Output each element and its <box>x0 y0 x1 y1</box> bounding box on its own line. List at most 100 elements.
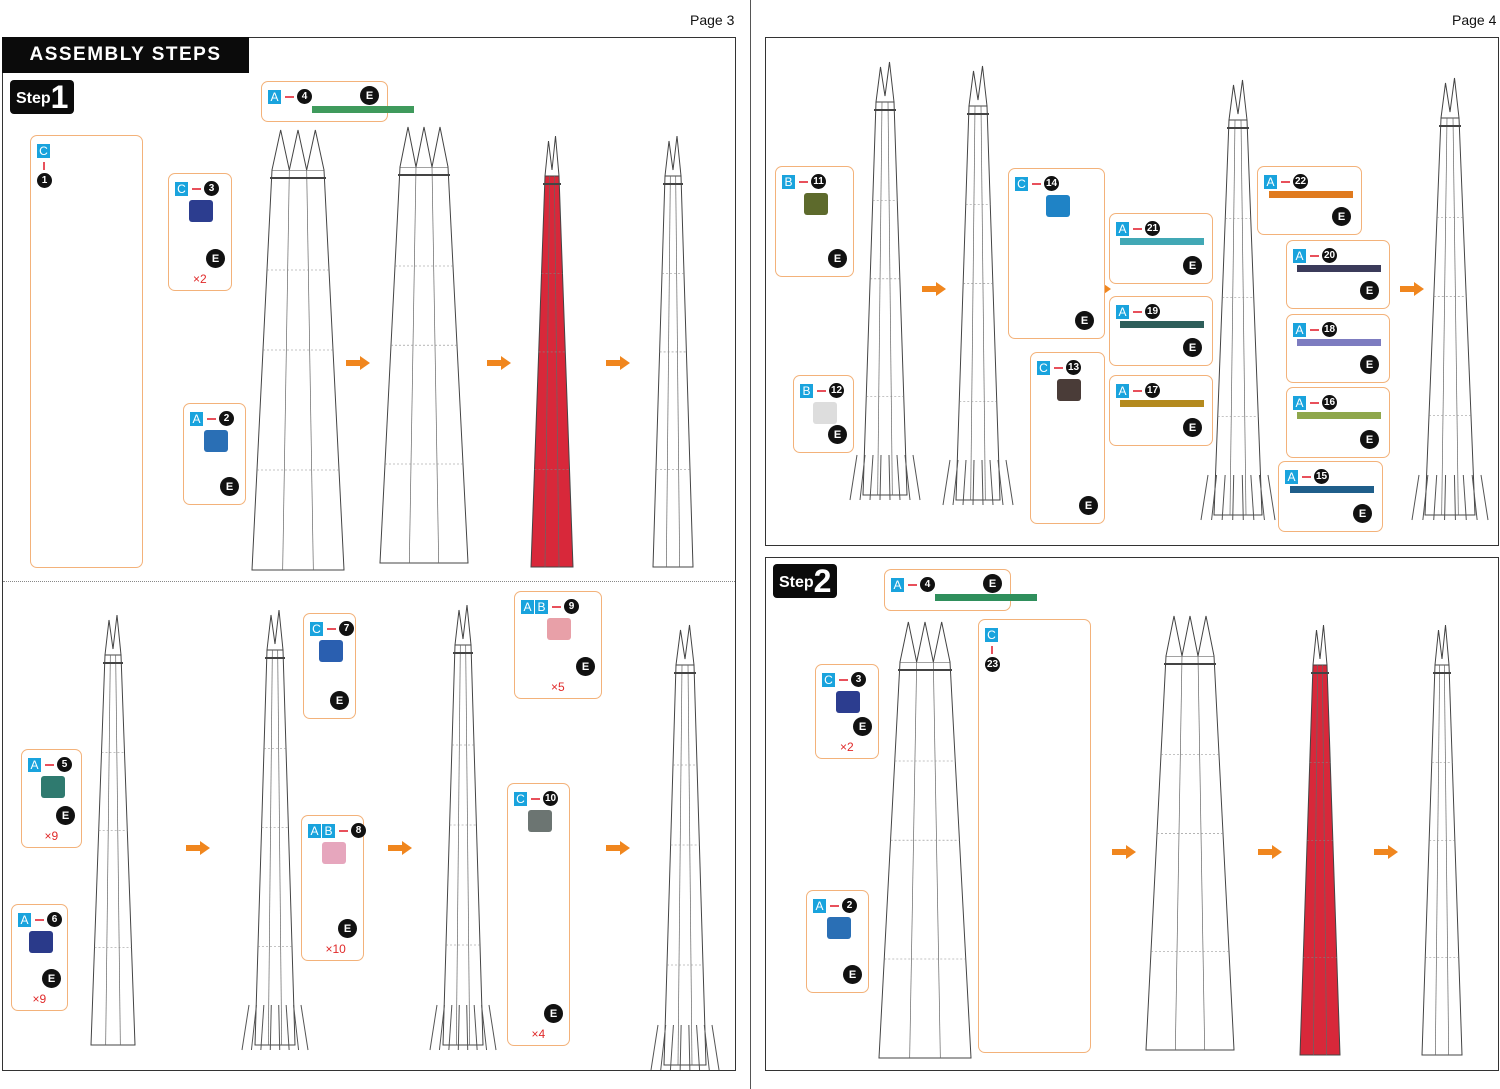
tower-spire <box>932 621 951 663</box>
page-4-step2-frame <box>765 557 1499 1071</box>
part-piece-icon <box>935 594 1037 601</box>
tower-line <box>1197 655 1206 1051</box>
sheet-letter-tag: A <box>521 600 534 614</box>
part-number: 1 <box>37 173 52 189</box>
tower-line <box>115 654 121 1046</box>
part-piece-icon <box>1289 486 1374 493</box>
tower-buttress <box>481 1004 488 1051</box>
tower-line <box>455 644 461 1046</box>
part-number: 6 <box>47 912 62 928</box>
dash <box>839 678 848 681</box>
sheet-letter-tag: A <box>1264 175 1277 189</box>
dash <box>339 829 348 832</box>
tower-body <box>530 175 574 568</box>
tower-spire <box>271 129 290 171</box>
part-piece-icon <box>1268 191 1353 198</box>
tower-body <box>442 644 484 1046</box>
tower-spire <box>1228 79 1248 121</box>
next-step-arrow <box>1374 845 1398 859</box>
tower-buttress <box>869 454 874 501</box>
step-word: Step <box>16 90 51 107</box>
part-piece-icon <box>28 931 53 953</box>
part-number: 2 <box>842 898 857 914</box>
dash <box>1133 227 1142 230</box>
tower-buttress <box>859 454 866 501</box>
tower-buttress <box>962 459 967 506</box>
page-3-label: Page 3 <box>690 12 735 28</box>
connector-e-marker: E <box>1332 207 1351 226</box>
tower-line <box>970 105 976 501</box>
sheet-letter-tag: B <box>535 600 548 614</box>
part-number: 18 <box>1322 322 1337 338</box>
tower-buttress <box>660 1024 667 1071</box>
tower-body <box>379 166 469 564</box>
part-number: 22 <box>1293 174 1308 190</box>
sheet-letter-tag: C <box>310 622 323 636</box>
tower-buttress <box>688 1024 691 1071</box>
sheet-letter-tag: A <box>1293 323 1306 337</box>
connector-e-marker: E <box>1360 430 1379 449</box>
dash <box>908 583 917 586</box>
sheet-letter-tag: A <box>813 899 826 913</box>
part-piece-icon <box>203 430 228 452</box>
tower-buttress <box>1232 474 1235 521</box>
connector-e-marker: E <box>206 249 225 268</box>
tower-buttress <box>1444 474 1447 521</box>
tower-body <box>1299 664 1341 1056</box>
tower-line <box>1443 664 1450 1056</box>
tower-buttress <box>912 454 921 501</box>
connector-e-marker: E <box>576 657 595 676</box>
part-number: 12 <box>829 383 844 399</box>
part-number: 20 <box>1322 248 1337 264</box>
next-step-arrow <box>487 356 511 370</box>
sheet-letter-tag: A <box>1116 222 1129 236</box>
connector-e-marker: E <box>1360 281 1379 300</box>
tower-spire <box>675 624 695 666</box>
tower-body <box>652 175 694 568</box>
tower-buttress <box>260 1004 265 1051</box>
tower-line <box>105 654 111 1046</box>
part-piece-icon <box>1297 412 1381 419</box>
part-piece-icon <box>547 618 571 640</box>
tower-buttress <box>448 1004 453 1051</box>
tower-spire <box>875 61 895 103</box>
part-piece-icon <box>189 200 213 222</box>
tower-buttress <box>438 1004 445 1051</box>
dash <box>1281 180 1290 183</box>
sheet-letter-tag: A <box>1116 384 1129 398</box>
part-number: 10 <box>543 791 558 807</box>
tower-buttress <box>679 1024 682 1071</box>
tower-line <box>980 105 986 501</box>
dash <box>1310 254 1319 257</box>
part-piece-icon <box>812 402 837 424</box>
tower-body <box>955 105 1001 501</box>
dash <box>327 627 336 630</box>
connector-e-marker: E <box>360 86 379 105</box>
tower-line <box>1229 119 1236 516</box>
page-3-frame <box>2 37 736 1071</box>
dash <box>1133 310 1142 313</box>
page-divider <box>750 0 751 1089</box>
tower-buttress <box>1471 474 1478 521</box>
connector-e-marker: E <box>983 574 1002 593</box>
dash <box>991 646 993 654</box>
tower-body <box>663 664 707 1066</box>
